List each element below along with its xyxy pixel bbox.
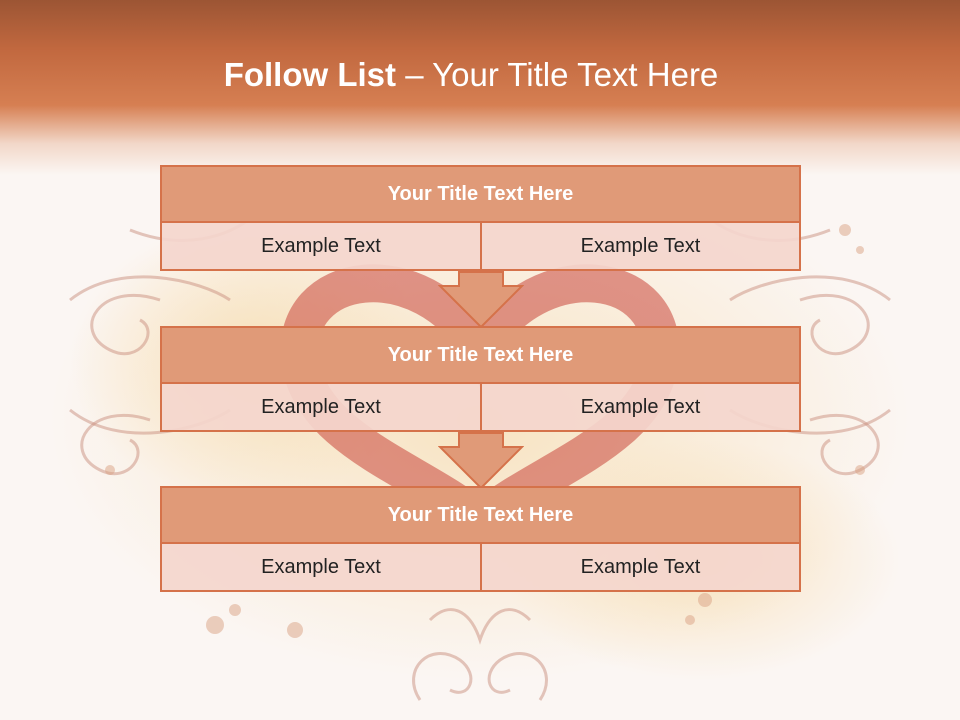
list-block-1: Your Title Text Here Example Text Exampl… [160, 165, 801, 271]
block-1-right-text: Example Text [480, 221, 801, 271]
list-block-2: Your Title Text Here Example Text Exampl… [160, 326, 801, 432]
block-2-title: Your Title Text Here [160, 326, 801, 384]
title-strong: Follow List [223, 56, 397, 93]
block-3-left-text: Example Text [160, 542, 482, 592]
block-2-left-text: Example Text [160, 382, 482, 432]
block-1-left-text: Example Text [160, 221, 482, 271]
block-1-title: Your Title Text Here [160, 165, 801, 223]
title-rest: – Your Title Text Here [396, 56, 719, 93]
list-block-3: Your Title Text Here Example Text Exampl… [160, 486, 801, 592]
block-2-right-text: Example Text [480, 382, 801, 432]
down-arrow-icon [438, 271, 524, 328]
block-3-title: Your Title Text Here [160, 486, 801, 544]
block-3-right-text: Example Text [480, 542, 801, 592]
slide-title: Follow List – Your Title Text Here [0, 52, 942, 98]
down-arrow-icon [438, 432, 524, 489]
header-band [0, 0, 960, 175]
